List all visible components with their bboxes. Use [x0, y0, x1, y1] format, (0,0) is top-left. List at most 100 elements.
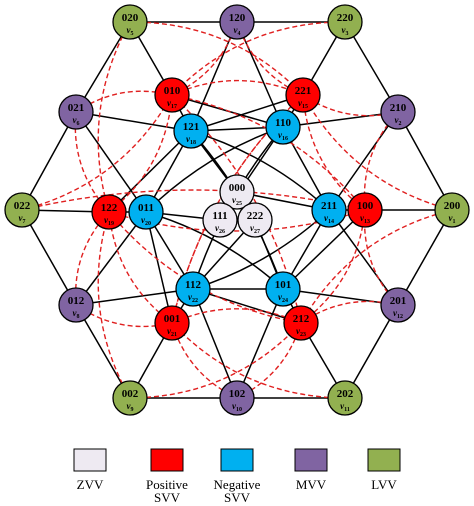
legend-item-zvv: ZVV — [73, 448, 107, 492]
node-200-vector-name: v1 — [449, 213, 456, 225]
node-111-index: 26 — [219, 229, 225, 235]
node-012-vector-name: v8 — [73, 308, 80, 320]
node-012-circle — [58, 287, 94, 323]
node-100-circle — [347, 192, 383, 228]
node-222-vector-name: v27 — [250, 223, 260, 235]
edges — [21, 21, 453, 399]
node-201-index: 12 — [397, 314, 403, 320]
node-000-vector-name: v25 — [232, 195, 242, 207]
node-122-index: 19 — [108, 221, 114, 227]
legend-swatch-lvv — [367, 448, 401, 472]
node-111-label: 111 — [212, 210, 227, 222]
node-210-vector-name: v2 — [395, 115, 402, 127]
node-110-label: 110 — [275, 117, 291, 129]
dashed-edge-220-010 — [171, 21, 346, 96]
node-201-vector-name: v12 — [393, 308, 403, 320]
dashed-edge-200-221 — [302, 94, 453, 211]
node-122-circle — [91, 194, 127, 230]
node-202-label: 202 — [337, 388, 354, 400]
legend-label-nsvv-1: SVV — [224, 490, 251, 505]
node-001-vector-name: v21 — [167, 326, 177, 338]
node-211-label: 211 — [321, 200, 337, 212]
node-200-circle — [434, 192, 470, 228]
node-101-circle — [265, 271, 301, 307]
node-121-index: 18 — [190, 140, 196, 146]
node-221-index: 15 — [302, 104, 308, 110]
node-011-vector-name: v20 — [141, 215, 151, 227]
legend-label-nsvv-0: Negative — [214, 477, 261, 492]
node-211-index: 14 — [328, 219, 334, 225]
node-200-index: 1 — [453, 219, 456, 225]
node-221-circle — [285, 77, 321, 113]
node-211-circle — [311, 192, 347, 228]
legend-swatch-nsvv — [220, 448, 254, 472]
node-120-vector-name: v4 — [234, 25, 241, 37]
node-111-vector-name: v26 — [215, 223, 225, 235]
dashed-edge-002-212 — [129, 322, 302, 399]
node-221-vector-name: v15 — [298, 98, 308, 110]
node-210-label: 210 — [390, 102, 407, 114]
node-220-vector-name: v3 — [342, 25, 349, 37]
node-020-label: 020 — [122, 12, 139, 24]
node-002-index: 9 — [131, 407, 134, 413]
node-002-circle — [112, 380, 148, 416]
node-021-index: 6 — [77, 121, 80, 127]
node-202-index: 11 — [344, 407, 350, 413]
dashed-edge-020-221 — [129, 21, 304, 96]
dashed-edge-022-010 — [21, 94, 173, 211]
node-001-index: 21 — [171, 332, 177, 338]
node-220-circle — [327, 4, 363, 40]
node-021-vector-name: v6 — [73, 115, 80, 127]
legend-item-mvv: MVV — [294, 448, 328, 492]
node-100-vector-name: v13 — [360, 213, 370, 225]
node-210-index: 2 — [399, 121, 402, 127]
node-201-label: 201 — [390, 295, 407, 307]
dashed-edge-010-221 — [171, 79, 304, 96]
node-020-index: 5 — [131, 31, 134, 37]
legend-label-mvv-0: MVV — [296, 477, 327, 492]
dashed-edge-002-122 — [97, 211, 131, 399]
node-221-label: 221 — [295, 85, 312, 97]
legend-label-lvv-0: LVV — [371, 477, 397, 492]
dashed-edge-202-001 — [171, 322, 346, 399]
solid-edge-012-112 — [75, 288, 194, 306]
node-212-vector-name: v23 — [296, 326, 306, 338]
node-022-vector-name: v7 — [19, 213, 26, 225]
node-102-circle — [219, 380, 255, 416]
node-112-label: 112 — [185, 279, 201, 291]
node-212-circle — [283, 305, 319, 341]
legend-label-psvv-1: SVV — [154, 490, 181, 505]
node-112-vector-name: v22 — [188, 292, 198, 304]
node-220-label: 220 — [337, 12, 354, 24]
dashed-edge-020-122 — [97, 21, 131, 213]
dashed-edge-200-212 — [300, 209, 453, 324]
node-212-label: 212 — [293, 313, 310, 325]
legend-swatch-psvv — [150, 448, 184, 472]
node-000-label: 000 — [229, 182, 246, 194]
node-001-circle — [154, 305, 190, 341]
